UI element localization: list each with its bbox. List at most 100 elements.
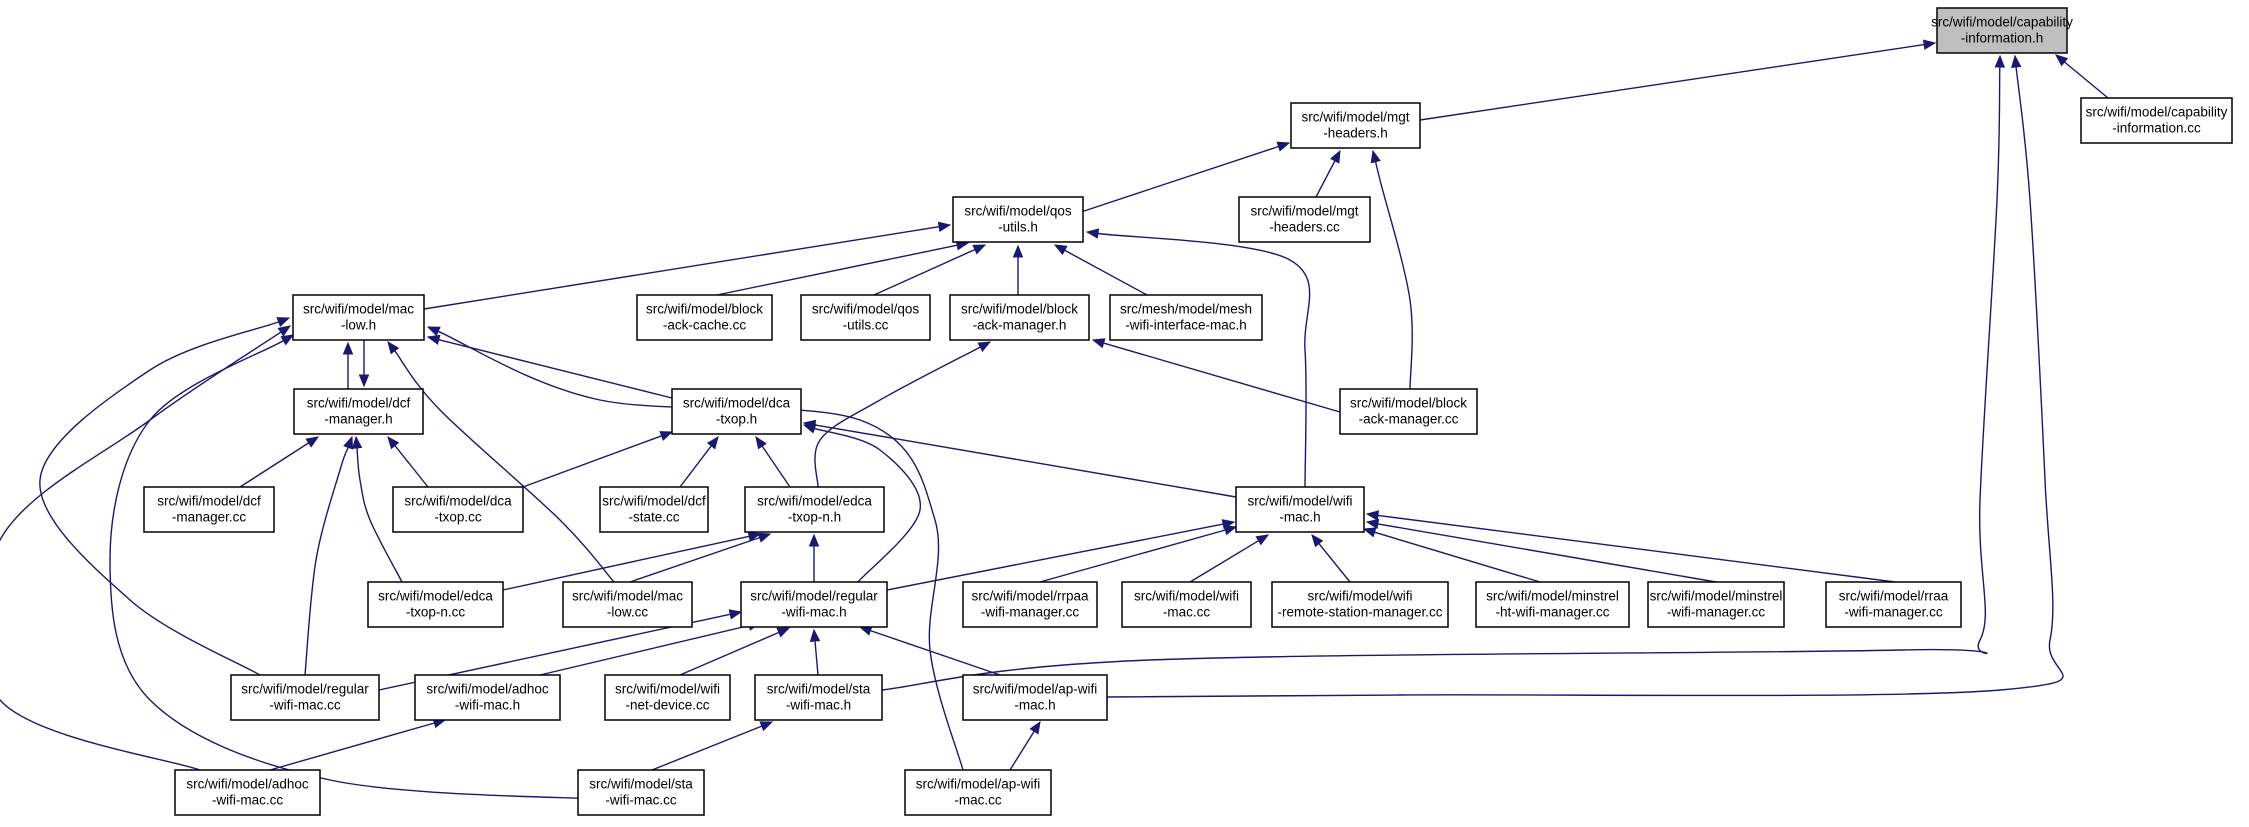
node-label-line: -wifi-mac.h [781,605,846,620]
node-apwifi-cc[interactable]: src/wifi/model/ap-wifi-mac.cc [904,769,1052,816]
node-label-line: -txop-n.cc [406,605,466,620]
node-mgt-cc[interactable]: src/wifi/model/mgt-headers.cc [1238,196,1371,243]
node-box [1647,581,1785,628]
node-box [392,486,524,533]
node-blockmgr-cc[interactable]: src/wifi/model/block-ack-manager.cc [1339,388,1478,435]
arrowhead-blockmgr_cc-to-mgt_h [1370,149,1381,164]
edge-blockmgr_cc-to-blockmgr_h [1103,342,1341,413]
node-dcfmgr-h[interactable]: src/wifi/model/dcf-manager.h [293,388,424,435]
edge-maclow_h-to-qos_h [423,226,940,310]
edge-sta_cc-to-maclow_h [109,339,621,801]
node-label-line: -txop-n.h [788,510,841,525]
node-remote-cc[interactable]: src/wifi/model/wifi-remote-station-manag… [1271,581,1449,628]
node-netdev-cc[interactable]: src/wifi/model/wifi-net-device.cc [604,674,731,721]
node-box [1475,581,1630,628]
node-edcatxop-h[interactable]: src/wifi/model/edca-txop-n.h [744,486,885,533]
node-dcatxop-h[interactable]: src/wifi/model/dca-txop.h [671,388,802,435]
node-label-line: src/wifi/model/dca [404,494,512,509]
node-box [599,486,709,533]
node-label-line: -txop.cc [434,510,482,525]
node-rraa-cc[interactable]: src/wifi/model/rraa-wifi-manager.cc [1825,581,1962,628]
arrowhead-minstrel_cc-to-wifimac_h [1365,518,1380,530]
node-label-line: -ack-manager.h [973,318,1067,333]
edge-minstrelht_cc-to-wifimac_h [1374,531,1541,583]
node-minstrel-cc[interactable]: src/wifi/model/minstrel-wifi-manager.cc [1647,581,1785,628]
edge-maclow_cc-to-maclow_h [394,350,615,583]
arrowhead-sta_cc-to-sta_h [759,721,774,732]
node-label-line: -wifi-mac.h [786,698,851,713]
node-mgt-h[interactable]: src/wifi/model/mgt-headers.h [1290,102,1421,149]
edge-regular_cc-to-maclow_h [39,321,279,676]
node-minstrelht-cc[interactable]: src/wifi/model/minstrel-ht-wifi-manager.… [1475,581,1630,628]
edge-wifimac_cc-to-wifimac_h [1189,540,1259,583]
node-blockcache-cc[interactable]: src/wifi/model/block-ack-cache.cc [636,294,773,341]
arrowhead-sta_cc-to-maclow_h [280,334,295,346]
node-label-line: -txop.h [716,412,757,427]
arrowhead-edcatxop_cc-to-dcfmgr_h [351,435,363,449]
node-label-line: src/wifi/model/sta [589,777,693,792]
node-label-line: -ack-cache.cc [663,318,747,333]
node-apwifi-h[interactable]: src/wifi/model/ap-wifi-mac.h [962,674,1108,721]
arrowhead-dcatxop_h-to-maclow_h [426,334,441,345]
node-wifimac-cc[interactable]: src/wifi/model/wifi-mac.cc [1121,581,1252,628]
node-label-line: -utils.h [998,220,1038,235]
node-rrpaa-cc[interactable]: src/wifi/model/rrpaa-wifi-manager.cc [962,581,1098,628]
node-cap-h[interactable]: src/wifi/model/capability-information.h [1931,7,2073,54]
edge-apwifi_h-to-cap_h [1106,66,2064,698]
node-box [962,581,1098,628]
node-label-line: -remote-station-manager.cc [1277,605,1442,620]
arrowhead-cap_cc-to-cap_h [2054,54,2069,67]
edge-regular_h-to-wifimac_h [886,523,1224,591]
node-label-line: -mac.cc [954,793,1002,808]
node-dcfmgr-cc[interactable]: src/wifi/model/dcf-manager.cc [143,486,275,533]
node-label-line: -wifi-interface-mac.h [1125,318,1247,333]
node-box [636,294,773,341]
node-label-line: -headers.h [1323,126,1388,141]
arrowhead-edcatxop_h-to-dcatxop_h [755,435,767,450]
node-qos-h[interactable]: src/wifi/model/qos-utils.h [952,196,1084,243]
node-box [744,486,885,533]
node-dcfstate-cc[interactable]: src/wifi/model/dcf-state.cc [599,486,709,533]
node-label-line: -utils.cc [843,318,889,333]
arrowhead-wifimac_h-to-dcatxop_h [802,419,817,431]
node-blockmgr-h[interactable]: src/wifi/model/block-ack-manager.h [949,294,1090,341]
node-meshwifi-h[interactable]: src/mesh/model/mesh-wifi-interface-mac.h [1109,294,1263,341]
node-wifimac-h[interactable]: src/wifi/model/wifi-mac.h [1235,486,1365,533]
node-box [2080,97,2233,144]
node-qos-cc[interactable]: src/wifi/model/qos-utils.cc [800,294,931,341]
node-dcatxop-cc[interactable]: src/wifi/model/dca-txop.cc [392,486,524,533]
node-box [962,674,1108,721]
node-label-line: -manager.h [324,412,392,427]
edge-dcfstate_cc-to-dcatxop_h [679,445,712,488]
node-regular-cc[interactable]: src/wifi/model/regular-wifi-mac.cc [230,674,380,721]
arrowhead-maclow_h-to-dcfmgr_h [358,374,370,388]
edge-mgt_cc-to-mgt_h [1315,160,1336,198]
arrowhead-rraa_cc-to-wifimac_h [1365,510,1380,521]
node-box [604,674,731,721]
edge-blockmgr_cc-to-mgt_h [1374,161,1413,390]
node-cap-cc[interactable]: src/wifi/model/capability-information.cc [2080,97,2233,144]
node-label-line: -mac.h [1279,510,1320,525]
arrowhead-rrpaa_cc-to-wifimac_h [1223,525,1238,536]
node-adhoc-cc[interactable]: src/wifi/model/adhoc-wifi-mac.cc [174,769,321,816]
node-box [174,769,321,816]
arrowhead-edcatxop_cc-to-edcatxop_h [747,531,762,542]
node-label-line: src/wifi/model/minstrel [1650,589,1783,604]
node-maclow-h[interactable]: src/wifi/model/mac-low.h [292,294,425,341]
node-box [1339,388,1478,435]
node-adhoc-h[interactable]: src/wifi/model/adhoc-wifi-mac.h [414,674,561,721]
node-sta-cc[interactable]: src/wifi/model/sta-wifi-mac.cc [577,769,705,816]
arrowhead-wifimac_h-to-qos_h [1085,228,1100,239]
node-label-line: src/wifi/model/mac [572,589,683,604]
edge-sta_h-to-regular_h [814,640,819,676]
node-label-line: src/wifi/model/regular [241,682,369,697]
node-label-line: -wifi-manager.cc [981,605,1080,620]
node-label-line: -wifi-manager.cc [1844,605,1943,620]
node-box [577,769,705,816]
edge-remote_cc-to-wifimac_h [1318,543,1351,583]
node-edcatxop-cc[interactable]: src/wifi/model/edca-txop-n.cc [367,581,504,628]
node-maclow-cc[interactable]: src/wifi/model/mac-low.cc [562,581,693,628]
node-regular-h[interactable]: src/wifi/model/regular-wifi-mac.h [740,581,888,628]
node-label-line: -mac.h [1014,698,1055,713]
node-sta-h[interactable]: src/wifi/model/sta-wifi-mac.h [754,674,883,721]
